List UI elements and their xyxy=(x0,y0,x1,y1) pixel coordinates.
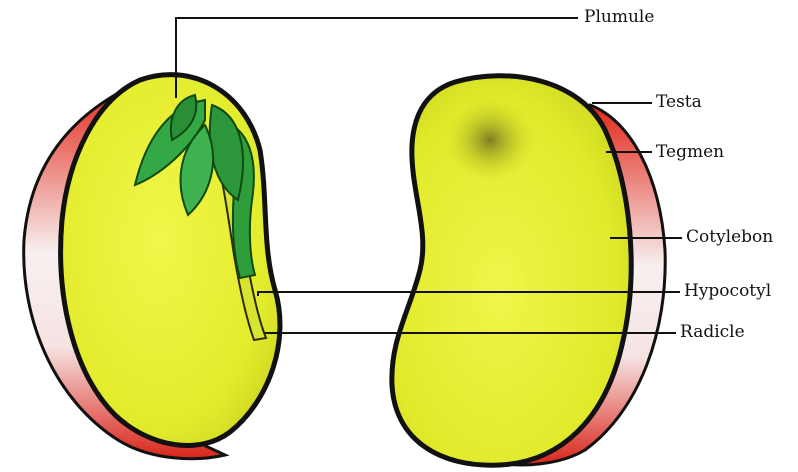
cotyledon-label: Cotylebon xyxy=(686,229,773,246)
embryo-scar xyxy=(445,98,535,182)
plumule-label: Plumule xyxy=(584,9,654,26)
tegmen-label: Tegmen xyxy=(656,144,724,161)
hypocotyl-label: Hypocotyl xyxy=(684,283,771,300)
testa-label: Testa xyxy=(656,94,702,111)
radicle-label: Radicle xyxy=(680,324,745,341)
